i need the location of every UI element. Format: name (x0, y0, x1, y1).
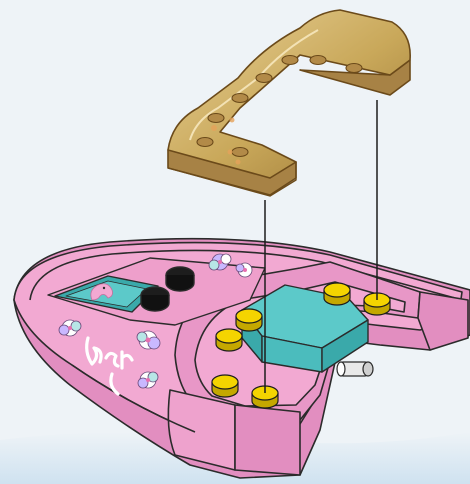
stud-yellow (236, 309, 262, 331)
plate-stud (197, 138, 213, 147)
plate-stud (282, 56, 298, 65)
control-handle (337, 362, 373, 376)
stern-block-right (235, 405, 300, 475)
plate-stud (310, 56, 326, 65)
plate-stud (346, 64, 362, 73)
plate-stud (232, 94, 248, 103)
stud-black-side (141, 295, 169, 311)
plate-stud (256, 74, 272, 83)
stud-yellow (216, 329, 242, 351)
plate-stud (208, 114, 224, 123)
stud-yellow (324, 283, 350, 305)
stud-black-side (166, 275, 194, 291)
stud-yellow (212, 375, 238, 397)
plate-stud (232, 148, 248, 157)
